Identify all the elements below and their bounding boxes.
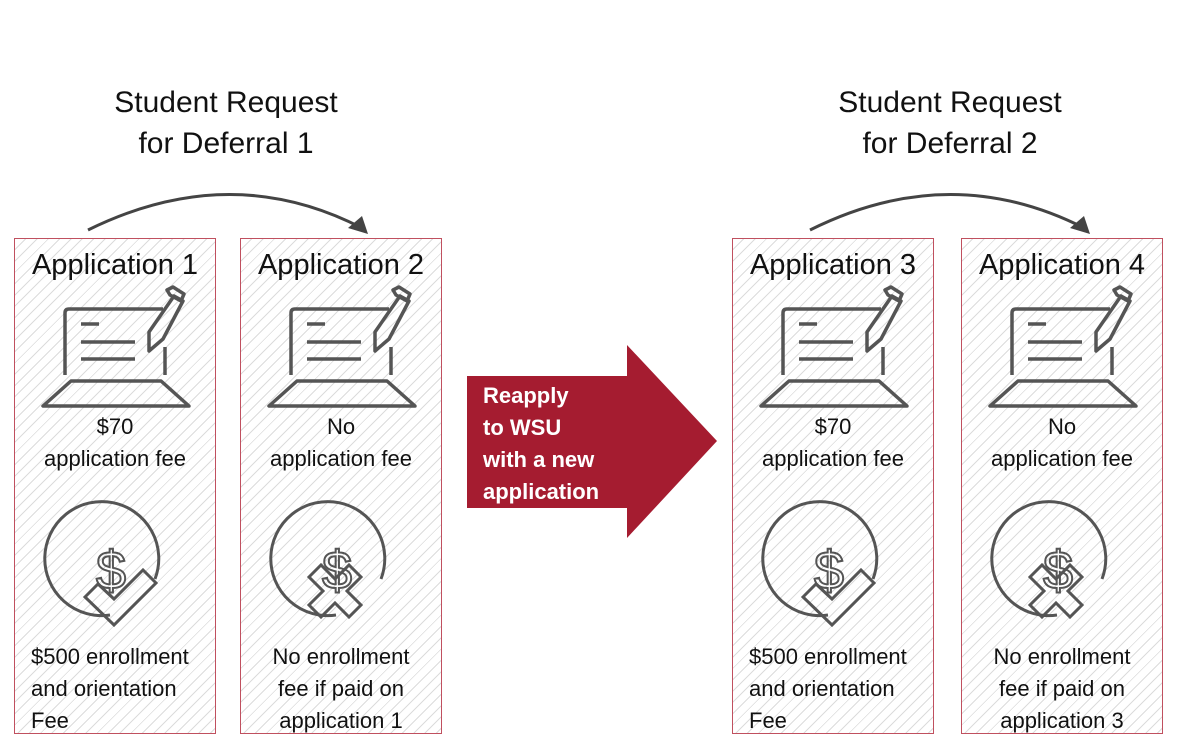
- curved-arrow-1: [87, 193, 363, 232]
- arrowhead-1-icon: [348, 216, 368, 234]
- application-card-3: Application 3 $ $70 application fee $500…: [732, 238, 934, 734]
- check-icon: [82, 567, 159, 628]
- application-title: Application 2: [257, 249, 425, 281]
- curved-arrow-2: [809, 193, 1085, 232]
- application-title: Application 4: [978, 249, 1146, 281]
- heading-deferral-1: Student Request for Deferral 1: [114, 86, 338, 160]
- application-title: Application 3: [749, 249, 917, 281]
- arrowhead-2-icon: [1070, 216, 1090, 234]
- application-fee-text: No application fee: [991, 414, 1133, 471]
- card-icons: $: [759, 285, 909, 628]
- laptop-form-icon: [759, 285, 909, 408]
- reapply-arrow-label: Reapply to WSU with a new application: [483, 383, 600, 504]
- application-fee-text: No application fee: [270, 414, 412, 471]
- card-icons: $: [267, 285, 417, 620]
- application-fee-text: $70 application fee: [44, 414, 186, 471]
- laptop-form-icon: [41, 285, 191, 408]
- application-card-4: Application 4 $ No application fee No en…: [961, 238, 1163, 734]
- laptop-form-icon: [988, 285, 1138, 408]
- x-icon: [1027, 562, 1085, 620]
- card-icons: $: [41, 285, 191, 628]
- application-fee-text: $70 application fee: [762, 414, 904, 471]
- application-card-1: Application 1 $ $70 application fee $500…: [14, 238, 216, 734]
- dollar-coin-icon: $: [990, 500, 1108, 618]
- card-icons: $: [988, 285, 1138, 620]
- dollar-coin-icon: $: [761, 500, 879, 618]
- application-card-2: Application 2 $ No application fee No en…: [240, 238, 442, 734]
- application-title: Application 1: [31, 249, 199, 281]
- check-icon: [800, 567, 877, 628]
- dollar-coin-icon: $: [269, 500, 387, 618]
- heading-deferral-2: Student Request for Deferral 2: [838, 86, 1062, 160]
- x-icon: [306, 562, 364, 620]
- laptop-form-icon: [267, 285, 417, 408]
